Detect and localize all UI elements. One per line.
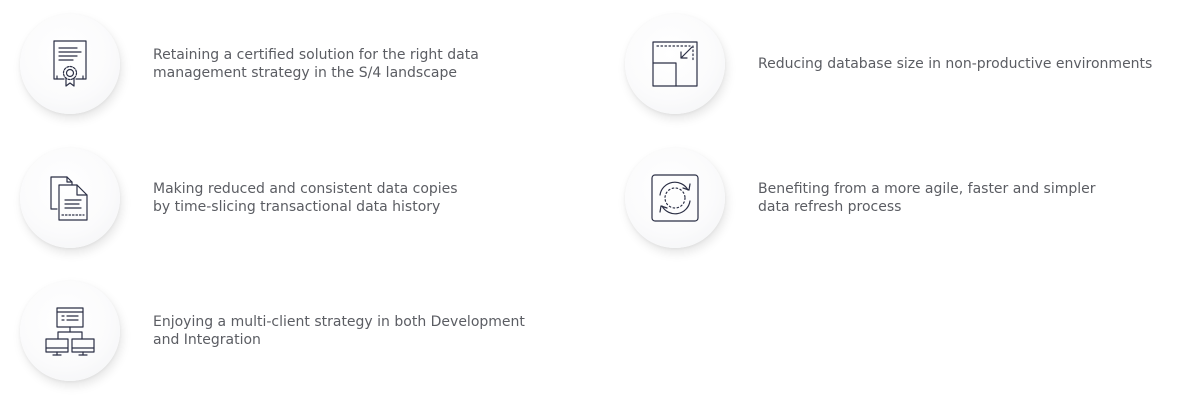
icon-circle	[625, 148, 725, 248]
benefit-text: Enjoying a multi-client strategy in both…	[153, 313, 525, 349]
benefit-item-data-refresh: Benefiting from a more agile, faster and…	[625, 148, 1096, 248]
multi-client-network-icon	[45, 307, 95, 356]
benefit-text: Making reduced and consistent data copie…	[153, 180, 458, 216]
benefit-text-line: Benefiting from a more agile, faster and…	[758, 181, 1096, 197]
benefit-item-data-copies: Making reduced and consistent data copie…	[20, 148, 458, 248]
icon-circle	[20, 14, 120, 114]
benefit-text: Reducing database size in non-productive…	[758, 55, 1152, 73]
benefit-item-reduce-database: Reducing database size in non-productive…	[625, 14, 1152, 114]
benefit-text-line: Enjoying a multi-client strategy in both…	[153, 314, 525, 330]
certificate-icon	[53, 40, 87, 87]
benefit-text-line: Retaining a certified solution for the r…	[153, 47, 479, 63]
benefit-item-certified-solution: Retaining a certified solution for the r…	[20, 14, 479, 114]
benefit-text-line: Reducing database size in non-productive…	[758, 56, 1153, 72]
benefit-text: Retaining a certified solution for the r…	[153, 46, 479, 82]
icon-circle	[625, 14, 725, 114]
document-copies-icon	[50, 176, 88, 221]
benefit-text-line: and Integration	[153, 332, 261, 348]
benefit-text-line: data refresh process	[758, 199, 902, 215]
benefit-text-line: Making reduced and consistent data copie…	[153, 181, 458, 197]
benefit-text-line: by time-slicing transactional data histo…	[153, 199, 441, 215]
icon-circle	[20, 281, 120, 381]
benefit-text-line: management strategy in the S/4 landscape	[153, 65, 457, 81]
benefit-text: Benefiting from a more agile, faster and…	[758, 180, 1096, 216]
benefit-item-multi-client: Enjoying a multi-client strategy in both…	[20, 281, 525, 381]
icon-circle	[20, 148, 120, 248]
refresh-icon	[651, 174, 699, 222]
shrink-size-icon	[652, 41, 698, 87]
